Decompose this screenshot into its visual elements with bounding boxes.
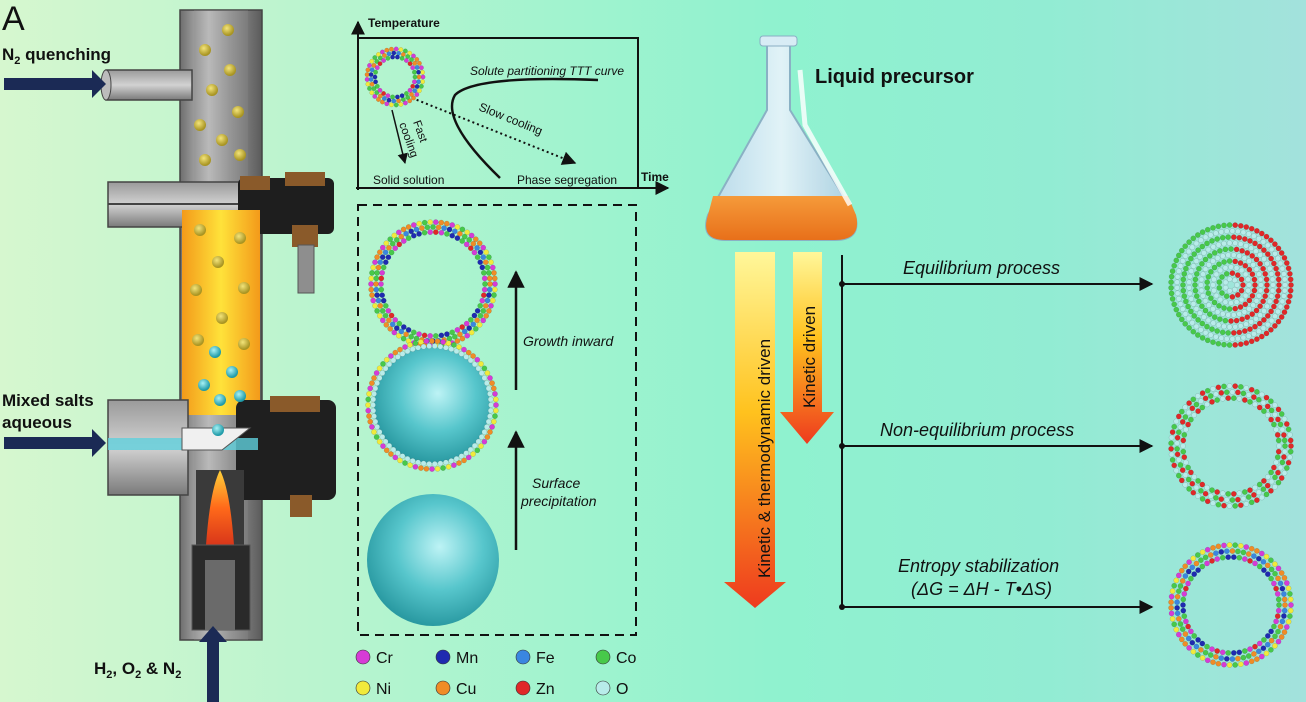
solid-solution-label: Solid solution [373,173,444,187]
kinetic-arrow [780,252,834,444]
legend-swatch-mn [435,649,451,665]
legend-swatch-zn [515,680,531,696]
surface-label: Surface [532,475,580,491]
legend-swatch-ni [355,680,371,696]
nonequilibrium-particle [1168,383,1294,509]
growth-inward-label: Growth inward [523,333,614,349]
nonequilibrium-label: Non-equilibrium process [880,420,1074,440]
legend-label-o: O [616,681,628,698]
ttt-diagram [351,20,670,195]
ttt-curve-label: Solute partitioning TTT curve [470,64,624,78]
quench-arrow [4,70,106,98]
ttt-x-axis: Time [641,170,669,184]
k-driven-label: Kinetic driven [800,306,819,408]
entropy-particle [1168,542,1294,668]
ttt-y-axis: Temperature [368,16,440,30]
equilibrium-label: Equilibrium process [903,258,1060,278]
coated-sphere [374,347,490,463]
surface-shell-ring [365,338,499,472]
legend-label-cu: Cu [456,681,476,698]
gas-phase-particles [190,24,250,436]
legend-swatch-fe [515,649,531,665]
aqueous-label: aqueous [2,413,72,432]
process-connectors [839,255,1154,614]
legend-label-zn: Zn [536,681,555,698]
reactor-illustration [4,9,336,702]
legend-swatch-co [595,649,611,665]
gas-arrow [199,626,227,702]
droplet-sphere [367,494,499,626]
ttt-ring-particle [364,46,426,108]
legend-label-co: Co [616,650,637,667]
legend-label-fe: Fe [536,650,555,667]
entropy-formula: (ΔG = ΔH - T•ΔS) [911,579,1052,599]
gas-feed-label: H2, O2 & N2 [94,659,181,681]
ttt-curve [450,77,599,179]
legend-swatch-cr [355,649,371,665]
n2-quenching-label: N2 quenching [2,45,111,67]
hollow-shell-particle [368,219,498,349]
legend-label-cr: Cr [376,650,394,667]
phase-segregation-label: Phase segregation [517,173,617,187]
kt-driven-label: Kinetic & thermodynamic driven [755,339,774,578]
legend-swatch-cu [435,680,451,696]
salts-arrow [4,429,106,457]
precipitation-label: precipitation [520,493,597,509]
legend-label-mn: Mn [456,650,478,667]
slow-cooling-label: Slow cooling [477,100,545,138]
kinetic-thermodynamic-arrow [724,252,786,608]
legend-label-ni: Ni [376,681,391,698]
legend-swatch-o [595,680,611,696]
panel-letter: A [2,0,25,38]
mixed-salts-label: Mixed salts [2,391,94,410]
liquid-precursor-label: Liquid precursor [815,66,974,88]
entropy-label: Entropy stabilization [898,556,1059,576]
equilibrium-particle [1168,222,1294,348]
flask-icon [705,35,858,241]
growth-panel [357,204,637,636]
